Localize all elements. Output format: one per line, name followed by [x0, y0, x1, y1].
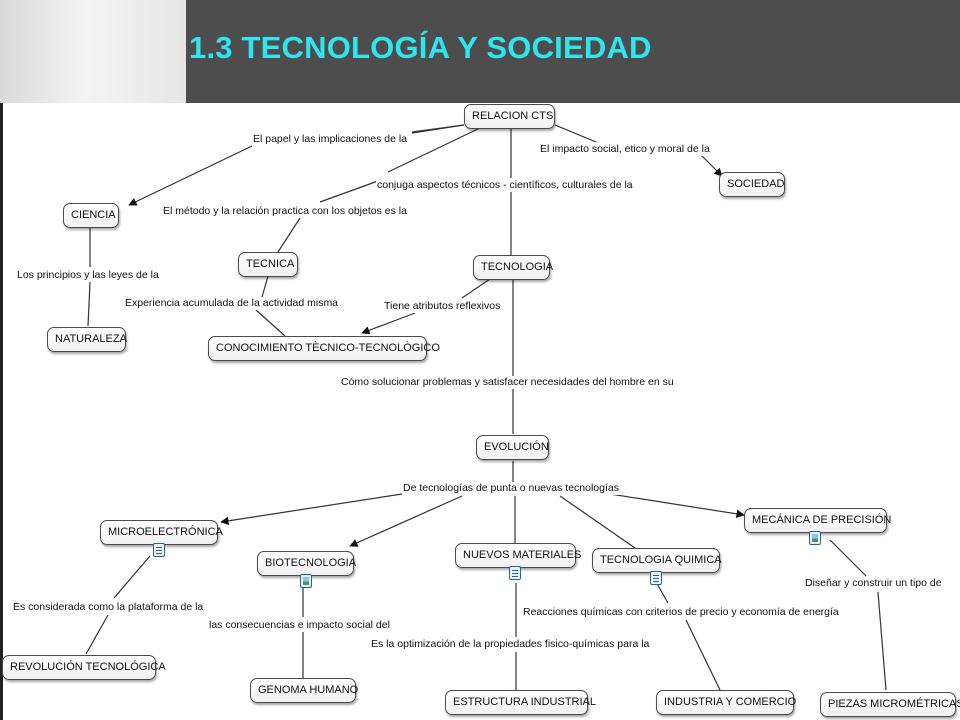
header-bar [186, 0, 960, 103]
link-label-metodo: El método y la relación practica con los… [162, 205, 408, 218]
link-label-reacciones: Reacciones químicas con criterios de pre… [522, 606, 840, 619]
node-evolucion[interactable]: EVOLUCIÓN [476, 435, 549, 460]
image-icon[interactable] [809, 531, 821, 545]
document-icon[interactable] [153, 543, 165, 557]
node-tecnologia-quimica[interactable]: TECNOLOGIA QUIMICA [592, 548, 722, 573]
node-nuevos-materiales[interactable]: NUEVOS MATERIALES [455, 543, 581, 568]
link-mecanica-piezas [829, 539, 867, 577]
link-punta-biotecnologia [349, 495, 463, 547]
link-tecnologia-conocimiento [461, 278, 491, 299]
link-punta-microelectronica [220, 493, 403, 525]
node-microelectronica[interactable]: MICROELECTRÓNICA [100, 520, 223, 545]
link-label-impacto: El impacto social, etico y moral de la [539, 143, 711, 156]
node-genoma-humano[interactable]: GENOMA HUMANO [250, 678, 358, 703]
link-label-atributos: Tiene atributos reflexivos [383, 300, 502, 313]
header-left-panel [0, 0, 186, 103]
document-icon[interactable] [650, 571, 662, 585]
link-label-disenar: Diseñar y construir un tipo de [804, 577, 943, 590]
node-revolucion-tecnologica[interactable]: REVOLUCIÓN TECNOLÓGICA [2, 655, 166, 680]
link-label-punta: De tecnologías de punta o nuevas tecnolo… [402, 482, 620, 495]
link-label-conjuga: conjuga aspectos técnicos - científicos,… [376, 179, 634, 192]
link-tecnica-conocimiento [261, 275, 269, 298]
link-label-optimizacion: Es la optimización de la propiedades fis… [370, 638, 651, 651]
link-label-principios: Los principios y las leyes de la [16, 269, 160, 282]
node-sociedad[interactable]: SOCIEDAD [719, 172, 785, 197]
link-label-plataforma: Es considerada como la plataforma de la [12, 601, 205, 614]
link-cts-sociedad [554, 124, 597, 143]
link-label-experiencia: Experiencia acumulada de la actividad mi… [124, 297, 340, 310]
slide-title: 1.3 TECNOLOGÍA Y SOCIEDAD [189, 30, 652, 65]
node-biotecnologia[interactable]: BIOTECNOLOGIA [257, 551, 356, 576]
image-icon[interactable] [300, 574, 312, 588]
node-industria-comercio[interactable]: INDUSTRIA Y COMERCIO [656, 690, 796, 715]
node-relacion-cts[interactable]: RELACION CTS [464, 104, 555, 129]
link-label-papel: El papel y las implicaciones de la [252, 133, 409, 146]
link-micro-revolucion [113, 555, 151, 599]
link-label-consecuencias: las consecuencias e impacto social del [208, 619, 391, 632]
node-estructura-industrial[interactable]: ESTRUCTURA INDUSTRIAL [445, 690, 596, 715]
node-piezas-micrometricas[interactable]: PIEZAS MICROMÉTRICAS [820, 692, 960, 717]
node-mecanica-precision[interactable]: MECÁNICA DE PRECISIÓN [744, 508, 891, 533]
link-punta-quimica [559, 495, 636, 549]
node-tecnologia[interactable]: TECNOLOGIA [473, 255, 553, 280]
link-label-como: Cómo solucionar problemas y satisfacer n… [340, 376, 675, 389]
document-icon[interactable] [509, 566, 521, 580]
node-ciencia[interactable]: CIENCIA [63, 203, 119, 228]
link-cts-tecnica [387, 127, 481, 173]
node-conocimiento[interactable]: CONOCIMIENTO TÈCNICO-TECNOLÒGICO [208, 336, 440, 361]
link-punta-mecanica [609, 493, 745, 518]
node-tecnica[interactable]: TECNICA [238, 252, 298, 277]
left-edge-divider [0, 103, 3, 720]
node-naturaleza[interactable]: NATURALEZA [47, 327, 127, 352]
